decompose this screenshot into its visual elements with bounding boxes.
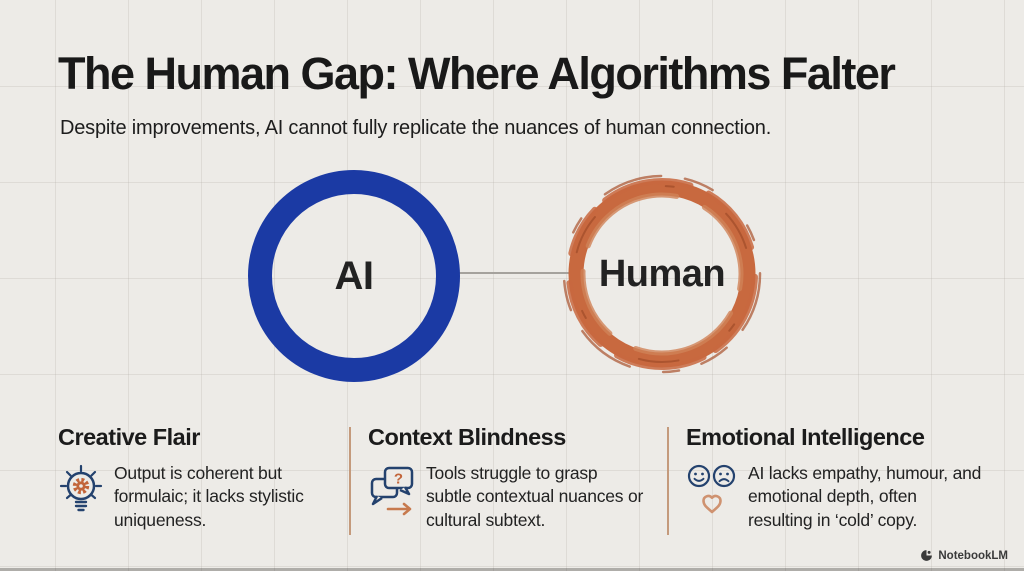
watermark: NotebookLM — [920, 549, 1008, 562]
column-heading: Creative Flair — [58, 424, 200, 450]
column-creative-flair: Creative Flair Output is cohe — [58, 424, 336, 532]
notebooklm-logo-icon — [921, 550, 933, 561]
column-body: Output is coherent but formulaic; it lac… — [114, 463, 304, 530]
ai-label: AI — [334, 253, 375, 298]
faces-heart-icon — [687, 464, 736, 514]
bottom-edge — [0, 568, 1024, 571]
connector-line — [450, 272, 570, 274]
column-emotional-intelligence: Emotional Intelligence AI lacks empathy,… — [686, 424, 1006, 532]
chat-question-icon: ? — [370, 466, 414, 516]
column-body: AI lacks empathy, humour, and emotional … — [748, 463, 982, 530]
lightbulb-gear-icon — [59, 464, 103, 512]
watermark-label: NotebookLM — [938, 549, 1008, 562]
human-label: Human — [598, 252, 726, 295]
page-subtitle: Despite improvements, AI cannot fully re… — [60, 117, 772, 139]
brush-ring-icon — [562, 174, 762, 374]
question-mark-glyph: ? — [394, 471, 403, 488]
page-title: The Human Gap: Where Algorithms Falter — [58, 48, 896, 99]
column-heading: Context Blindness — [368, 424, 566, 450]
column-body: Tools struggle to grasp subtle contextua… — [426, 463, 644, 530]
ai-circle: AI — [248, 170, 460, 382]
column-heading: Emotional Intelligence — [686, 424, 925, 450]
column-divider — [349, 427, 351, 535]
column-context-blindness: Context Blindness ? Tools struggle to gr… — [368, 424, 668, 532]
column-divider — [667, 427, 669, 535]
human-circle: Human — [555, 167, 769, 381]
